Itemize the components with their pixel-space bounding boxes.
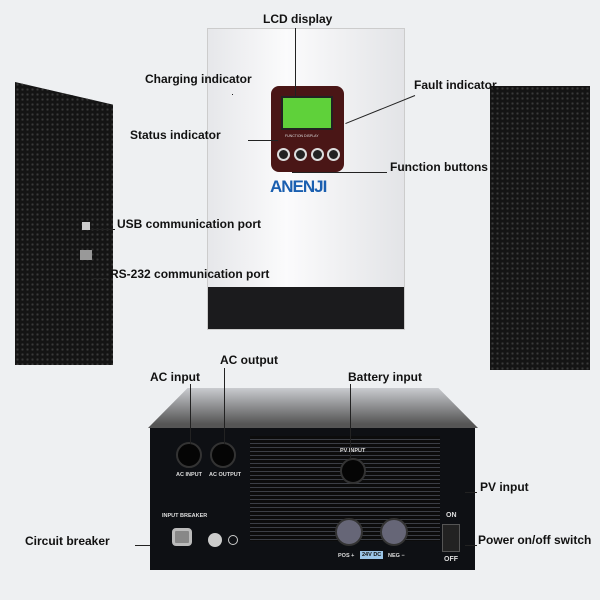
lcd-display xyxy=(281,96,333,130)
on-text: ON xyxy=(446,512,457,519)
ac-input-port xyxy=(176,442,202,468)
rs232-port xyxy=(80,250,92,260)
right-side-panel xyxy=(490,86,590,370)
function-button[interactable] xyxy=(327,148,340,161)
input-breaker-text: INPUT BREAKER xyxy=(162,513,208,519)
label-pv-input: PV input xyxy=(480,480,529,494)
label-fault-indicator: Fault indicator xyxy=(414,78,497,92)
ac-output-text: AC OUTPUT xyxy=(209,472,242,478)
label-function-buttons: Function buttons xyxy=(390,160,488,174)
ground-symbol-icon xyxy=(228,535,238,545)
label-usb-port: USB communication port xyxy=(117,217,262,231)
function-button[interactable] xyxy=(277,148,290,161)
label-power-switch: Power on/off switch xyxy=(478,533,592,547)
function-button[interactable] xyxy=(294,148,307,161)
circuit-breaker[interactable] xyxy=(172,528,192,546)
ground-terminal-icon xyxy=(208,533,222,547)
label-circuit-breaker: Circuit breaker xyxy=(25,534,110,548)
label-status-indicator: Status indicator xyxy=(130,128,221,142)
label-ac-output: AC output xyxy=(220,353,278,367)
ac-output-port xyxy=(210,442,236,468)
pos-text: POS + xyxy=(338,553,355,559)
lcd-caption: FUNCTION DISPLAY xyxy=(285,134,319,138)
function-button[interactable] xyxy=(311,148,324,161)
usb-port xyxy=(82,222,90,230)
label-ac-input: AC input xyxy=(150,370,200,384)
voltage-badge: 24V DC xyxy=(360,551,384,559)
brand-logo: ANENJI xyxy=(270,177,327,196)
lcd-bezel: FUNCTION DISPLAY xyxy=(271,86,344,172)
label-rs232-port: RS-232 communication port xyxy=(110,267,270,281)
neg-text: NEG − xyxy=(388,553,405,559)
inverter-back-panel: AC INPUT AC OUTPUT PV INPUT INPUT BREAKE… xyxy=(150,428,475,570)
pv-input-port xyxy=(340,458,366,484)
pv-input-text: PV INPUT xyxy=(340,448,366,454)
label-charging-indicator: Charging indicator xyxy=(145,72,252,86)
power-switch[interactable] xyxy=(442,524,460,552)
off-text: OFF xyxy=(444,556,458,563)
label-battery-input: Battery input xyxy=(348,370,423,384)
left-side-panel xyxy=(15,82,113,365)
ac-input-text: AC INPUT xyxy=(176,472,202,478)
battery-positive-terminal xyxy=(335,518,363,546)
battery-negative-terminal xyxy=(380,518,408,546)
inverter-front: FUNCTION DISPLAY ANENJI xyxy=(207,28,405,330)
label-lcd-display: LCD display xyxy=(263,12,333,26)
inverter-back-top xyxy=(148,388,478,428)
